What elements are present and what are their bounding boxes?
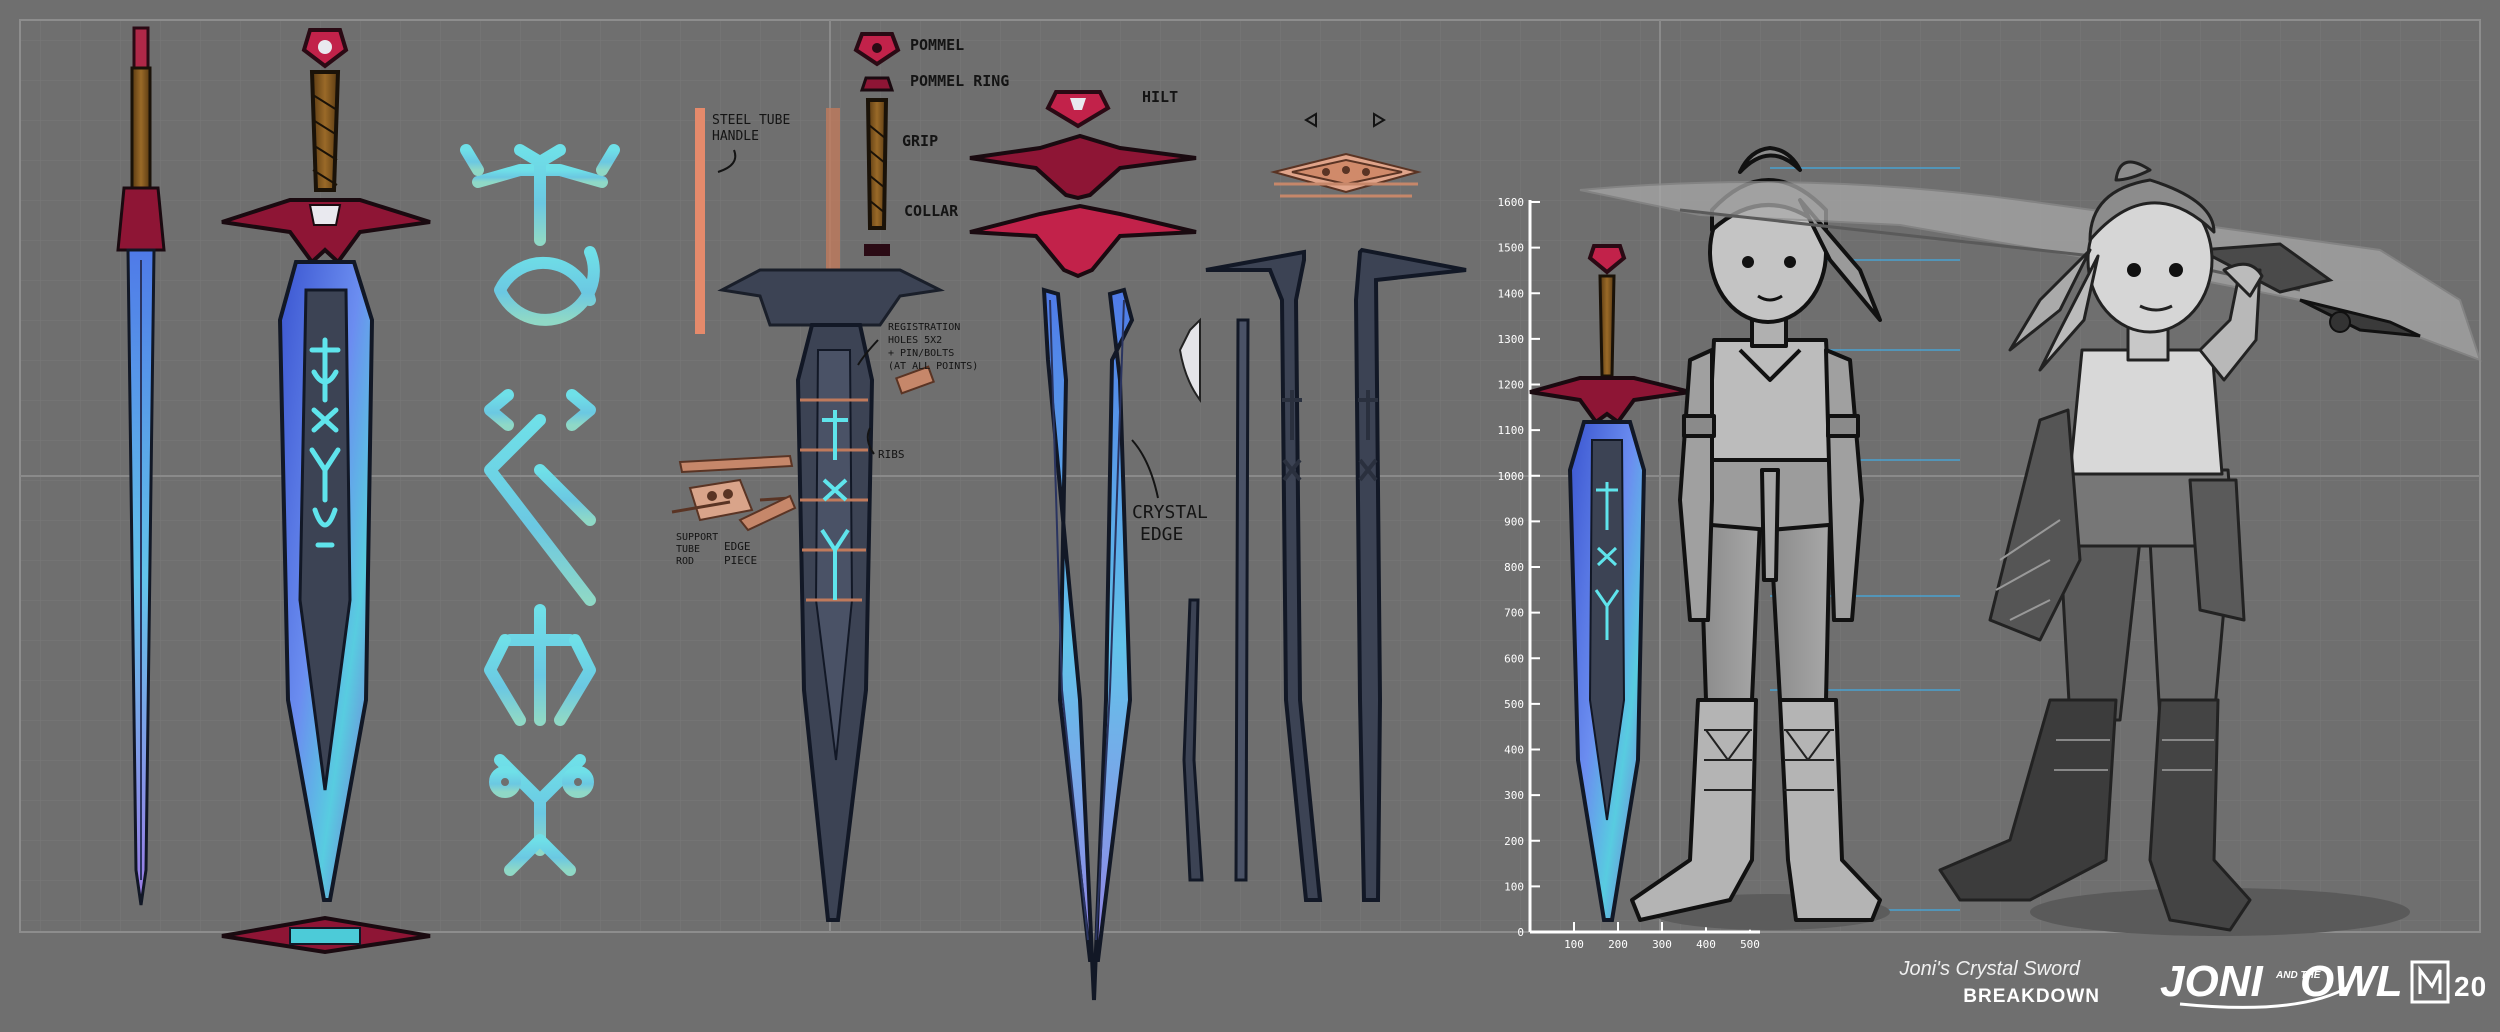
ruler-h-tick-label: 400	[1696, 938, 1716, 951]
annotation-registration-2: HOLES 5X2	[888, 335, 942, 346]
annotation-support-3: ROD	[676, 556, 694, 567]
steel-tube-handle: STEEL TUBE HANDLE	[695, 108, 790, 334]
joni-and-the-owl-logo: JONI AND THE OWL	[2160, 957, 2403, 1009]
ruler-v-tick-label: 800	[1504, 561, 1524, 574]
parts-list: POMMEL POMMEL RING GRIP COLLAR	[853, 32, 1009, 256]
ruler-v-tick-label: 1300	[1498, 333, 1525, 346]
annotation-support-1: SUPPORT	[676, 532, 718, 543]
ruler-v-tick-label: 1500	[1498, 242, 1525, 255]
label-collar: COLLAR	[904, 202, 959, 220]
ruler-h-tick-label: 300	[1652, 938, 1672, 951]
annotation-registration-4: (AT ALL POINTS)	[888, 361, 978, 372]
support-rod-sketch: SUPPORT TUBE ROD EDGE PIECE	[671, 454, 797, 567]
annotation-edge-2: PIECE	[724, 554, 757, 567]
hilt-top-view	[1270, 112, 1422, 198]
ruler-v-tick-label: 1000	[1498, 470, 1525, 483]
ruler-v-tick-label: 1100	[1498, 424, 1525, 437]
label-pommel: POMMEL	[910, 36, 964, 54]
annotation-crystal-edge-1: CRYSTAL	[1132, 502, 1208, 523]
annotation-registration-3: + PIN/BOLTS	[888, 348, 954, 359]
annotation-steel-tube-1: STEEL TUBE	[712, 113, 790, 128]
sword-internal-structure: REGISTRATION HOLES 5X2 + PIN/BOLTS (AT A…	[717, 108, 978, 922]
ruler-v-tick-label: 100	[1504, 880, 1524, 893]
ruler-h-tick-label: 100	[1564, 938, 1584, 951]
crystal-edge-piece: CRYSTAL EDGE	[1041, 287, 1208, 1001]
sword-at-scale	[1529, 244, 1691, 922]
annotation-ribs: RIBS	[878, 448, 905, 461]
annotation-support-2: TUBE	[676, 544, 700, 555]
rune-sigil-design	[460, 144, 620, 876]
character-joni-three-quarter	[1938, 160, 2410, 936]
ruler-v-tick-label: 300	[1504, 789, 1524, 802]
footer-year: 20	[2454, 971, 2487, 1002]
hilt-parts: HILT	[969, 88, 1197, 279]
ruler-v-tick-label: 900	[1504, 515, 1524, 528]
footer-title-line1: Joni's Crystal Sword	[1898, 958, 2080, 980]
studio-monogram-icon	[2410, 960, 2450, 1004]
ruler-v-tick-label: 400	[1504, 744, 1524, 757]
label-grip: GRIP	[902, 132, 938, 150]
annotation-edge-1: EDGE	[724, 540, 751, 553]
logo-and-the: AND THE	[2275, 970, 2321, 981]
annotation-registration-1: REGISTRATION	[888, 322, 960, 333]
ruler-v-tick-label: 1200	[1498, 379, 1525, 392]
annotation-steel-tube-2: HANDLE	[712, 129, 759, 144]
character-joni-front	[1630, 146, 1890, 930]
ruler-v-tick-label: 600	[1504, 652, 1524, 665]
steel-back-pieces	[1178, 247, 1467, 902]
left-triangle-icon	[1304, 112, 1317, 128]
ruler-v-tick-label: 1600	[1498, 196, 1525, 209]
right-triangle-icon	[1373, 112, 1386, 128]
ruler-v-tick-label: 500	[1504, 698, 1524, 711]
footer-title-line2: BREAKDOWN	[1963, 986, 2100, 1007]
logo-joni: JONI	[2160, 957, 2263, 1006]
annotation-crystal-edge-2: EDGE	[1140, 524, 1183, 545]
label-hilt: HILT	[1142, 88, 1178, 106]
label-pommel-ring: POMMEL RING	[910, 72, 1009, 90]
ruler-v-tick-label: 0	[1517, 926, 1524, 939]
ruler-v-tick-label: 700	[1504, 607, 1524, 620]
footer-title-block: Joni's Crystal Sword BREAKDOWN	[1898, 958, 2100, 1007]
sword-side-profile	[116, 26, 166, 906]
ruler-v-tick-label: 200	[1504, 835, 1524, 848]
sword-front-full	[221, 28, 431, 955]
height-ruler: 0 100 200 300 400 500 600 700 800 900 1000 1100 1200…	[1498, 196, 1760, 951]
ruler-h-tick-label: 500	[1740, 938, 1760, 951]
ruler-h-tick-label: 200	[1608, 938, 1628, 951]
ruler-v-tick-label: 1400	[1498, 287, 1525, 300]
